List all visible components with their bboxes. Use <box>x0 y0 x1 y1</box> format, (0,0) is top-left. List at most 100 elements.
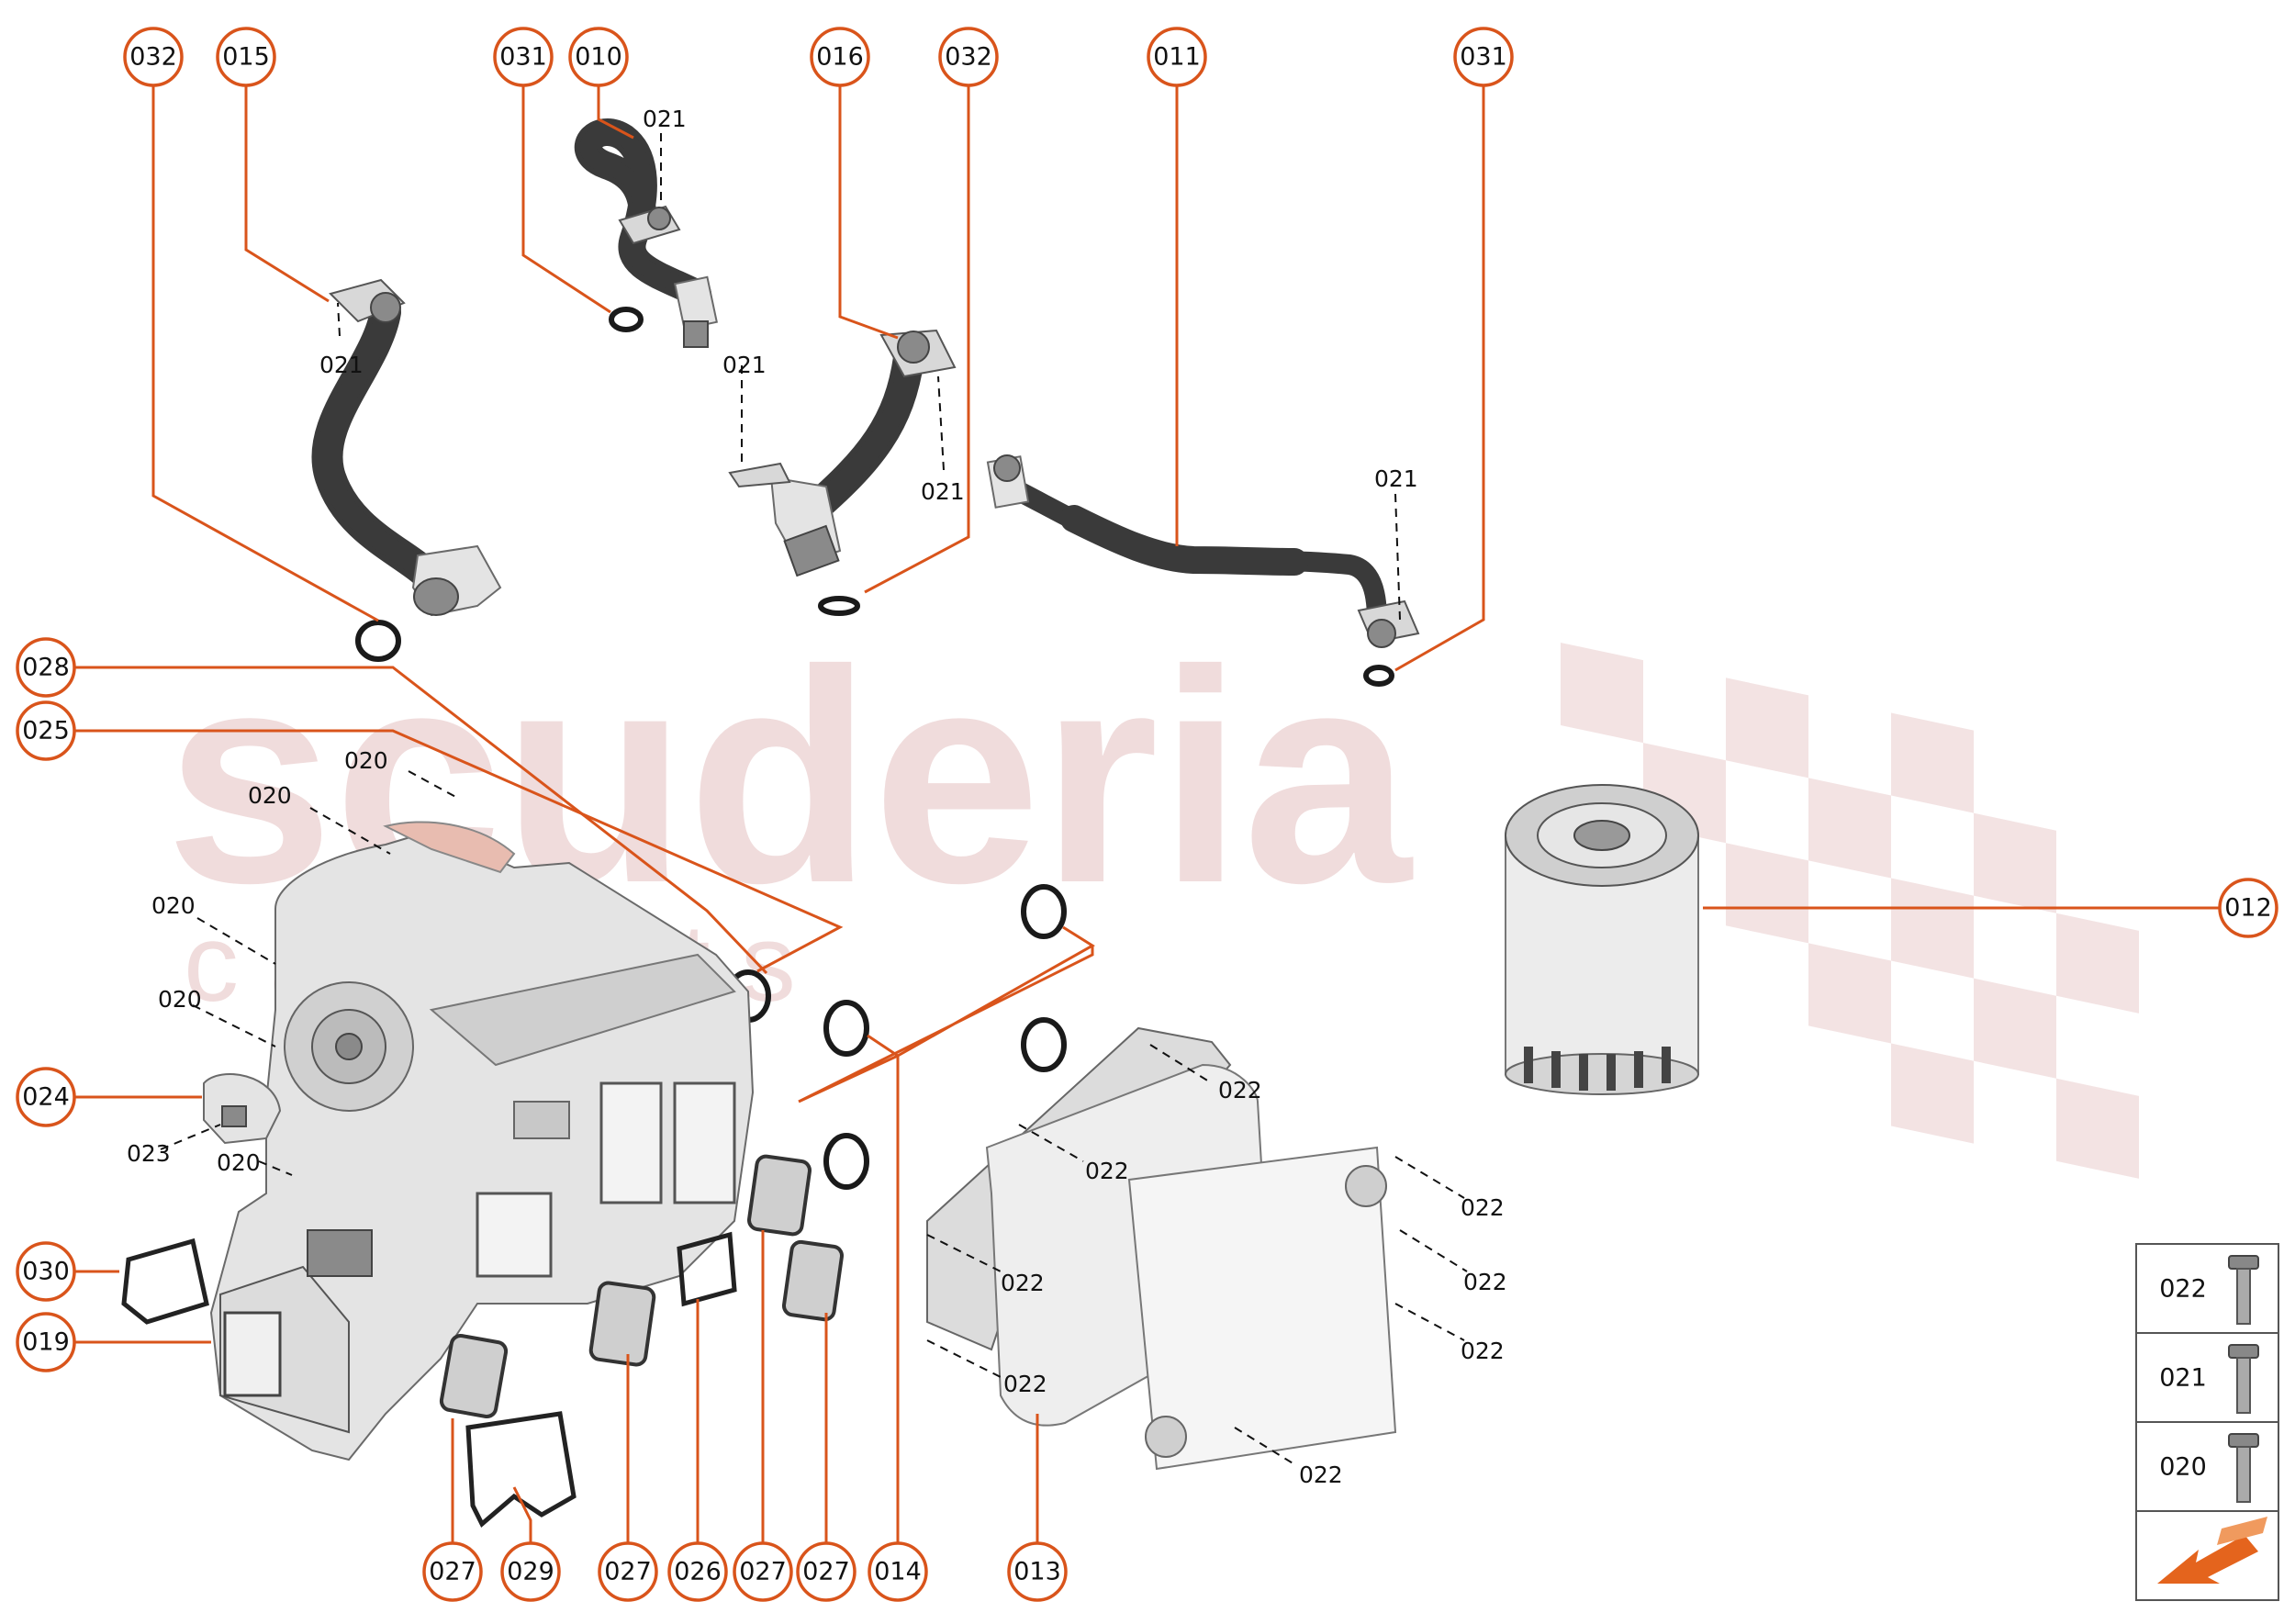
o-ring <box>609 307 644 332</box>
legend-code: 020 <box>2159 1453 2207 1482</box>
callout-label: 028 <box>22 654 70 682</box>
bolt-label: 020 <box>151 892 196 919</box>
bolt-label: 022 <box>1461 1194 1505 1221</box>
screen-027 <box>588 1281 656 1367</box>
callout-024[interactable]: 024 <box>16 1067 76 1127</box>
legend-code: 021 <box>2159 1364 2207 1393</box>
callout-label: 019 <box>22 1328 70 1357</box>
bolt-label: 021 <box>1374 465 1418 492</box>
o-ring <box>355 620 401 662</box>
callout-025[interactable]: 025 <box>16 700 76 761</box>
bolt-label: 020 <box>344 747 388 774</box>
callout-label: 027 <box>802 1558 850 1586</box>
checkered-flag-graphic <box>1561 643 2139 1179</box>
bolt-legend: 022 021 020 <box>2135 1243 2279 1601</box>
legend-row-020[interactable]: 020 <box>2159 1433 2259 1503</box>
bolt-label: 022 <box>1001 1270 1045 1296</box>
callout-label: 031 <box>1460 43 1507 72</box>
o-ring <box>818 596 860 616</box>
callout-label: 014 <box>874 1558 922 1586</box>
oil-hose-016 <box>728 329 957 577</box>
legend-row-022[interactable]: 022 <box>2159 1255 2259 1325</box>
callout-label: 030 <box>22 1258 70 1286</box>
bolt-label: 022 <box>1299 1462 1343 1488</box>
oil-filter-housing <box>209 821 755 1462</box>
bolt-label: 020 <box>248 782 292 809</box>
gasket-029 <box>465 1411 577 1528</box>
callout-027-b[interactable]: 027 <box>598 1541 658 1602</box>
bolt-label: 022 <box>1461 1338 1505 1364</box>
leader-lines <box>69 76 2220 1552</box>
o-ring <box>823 1000 869 1057</box>
callout-label: 032 <box>129 43 177 72</box>
callout-label: 029 <box>507 1558 554 1586</box>
bolt-label: 021 <box>643 106 687 132</box>
callout-014[interactable]: 014 <box>868 1541 928 1602</box>
callout-label: 025 <box>22 717 70 745</box>
callout-label: 015 <box>222 43 270 72</box>
callout-016[interactable]: 016 <box>810 27 870 87</box>
gasket-030 <box>121 1238 209 1325</box>
callout-032-left[interactable]: 032 <box>123 27 184 87</box>
callout-label: 016 <box>816 43 864 72</box>
callout-label: 027 <box>604 1558 652 1586</box>
callout-label: 026 <box>674 1558 722 1586</box>
bolt-label: 021 <box>319 352 364 378</box>
legend-code: 022 <box>2159 1275 2207 1304</box>
callout-027-a[interactable]: 027 <box>422 1541 483 1602</box>
callout-012[interactable]: 012 <box>2218 878 2278 938</box>
callout-label: 011 <box>1153 43 1201 72</box>
oil-hose-011 <box>986 454 1420 648</box>
bolt-icon <box>2228 1344 2259 1414</box>
legend-row-021[interactable]: 021 <box>2159 1344 2259 1414</box>
oil-hose-015 <box>311 278 502 617</box>
callout-label: 012 <box>2224 894 2272 923</box>
callout-label: 031 <box>499 43 547 72</box>
bolt-label: 020 <box>217 1149 261 1176</box>
o-ring <box>1363 665 1394 687</box>
oil-hose-010 <box>574 118 718 348</box>
callout-019[interactable]: 019 <box>16 1312 76 1372</box>
callout-031-left[interactable]: 031 <box>493 27 554 87</box>
direction-arrow-icon[interactable] <box>2157 1517 2267 1584</box>
callout-011[interactable]: 011 <box>1147 27 1207 87</box>
bolt-label: 022 <box>1463 1269 1507 1295</box>
callout-label: 027 <box>739 1558 787 1586</box>
screen-027 <box>781 1239 845 1322</box>
callout-label: 024 <box>22 1083 70 1112</box>
bolt-icon <box>2228 1255 2259 1325</box>
callout-030[interactable]: 030 <box>16 1241 76 1302</box>
callout-027-d[interactable]: 027 <box>796 1541 856 1602</box>
bolt-icon <box>2228 1433 2259 1503</box>
callout-031-right[interactable]: 031 <box>1453 27 1514 87</box>
bolt-label: 022 <box>1085 1158 1129 1184</box>
callout-015[interactable]: 015 <box>216 27 276 87</box>
bolt-label: 022 <box>1003 1371 1047 1397</box>
screen-027 <box>439 1333 509 1419</box>
callout-label: 032 <box>945 43 992 72</box>
callout-026[interactable]: 026 <box>667 1541 728 1602</box>
callout-label: 013 <box>1013 1558 1061 1586</box>
clip-024 <box>203 1073 282 1145</box>
bolt-label: 022 <box>1218 1077 1262 1103</box>
screen-027 <box>747 1154 812 1237</box>
dashed-leaders <box>160 133 1468 1465</box>
bolt-label: 020 <box>158 986 202 1013</box>
callout-013[interactable]: 013 <box>1007 1541 1068 1602</box>
o-ring <box>1021 1017 1067 1072</box>
callout-029[interactable]: 029 <box>500 1541 561 1602</box>
callout-010[interactable]: 010 <box>568 27 629 87</box>
callout-label: 027 <box>429 1558 476 1586</box>
oil-cooler-013 <box>926 1026 1397 1471</box>
bolt-label: 021 <box>722 352 767 378</box>
bolt-label: 023 <box>127 1140 171 1167</box>
callout-027-c[interactable]: 027 <box>733 1541 793 1602</box>
bolt-label: 021 <box>921 478 965 505</box>
o-ring <box>1021 884 1067 939</box>
callout-label: 010 <box>575 43 622 72</box>
callout-028[interactable]: 028 <box>16 637 76 698</box>
oil-filter-012 <box>1505 784 1699 1095</box>
callout-032-right[interactable]: 032 <box>938 27 999 87</box>
o-ring <box>823 1133 869 1190</box>
